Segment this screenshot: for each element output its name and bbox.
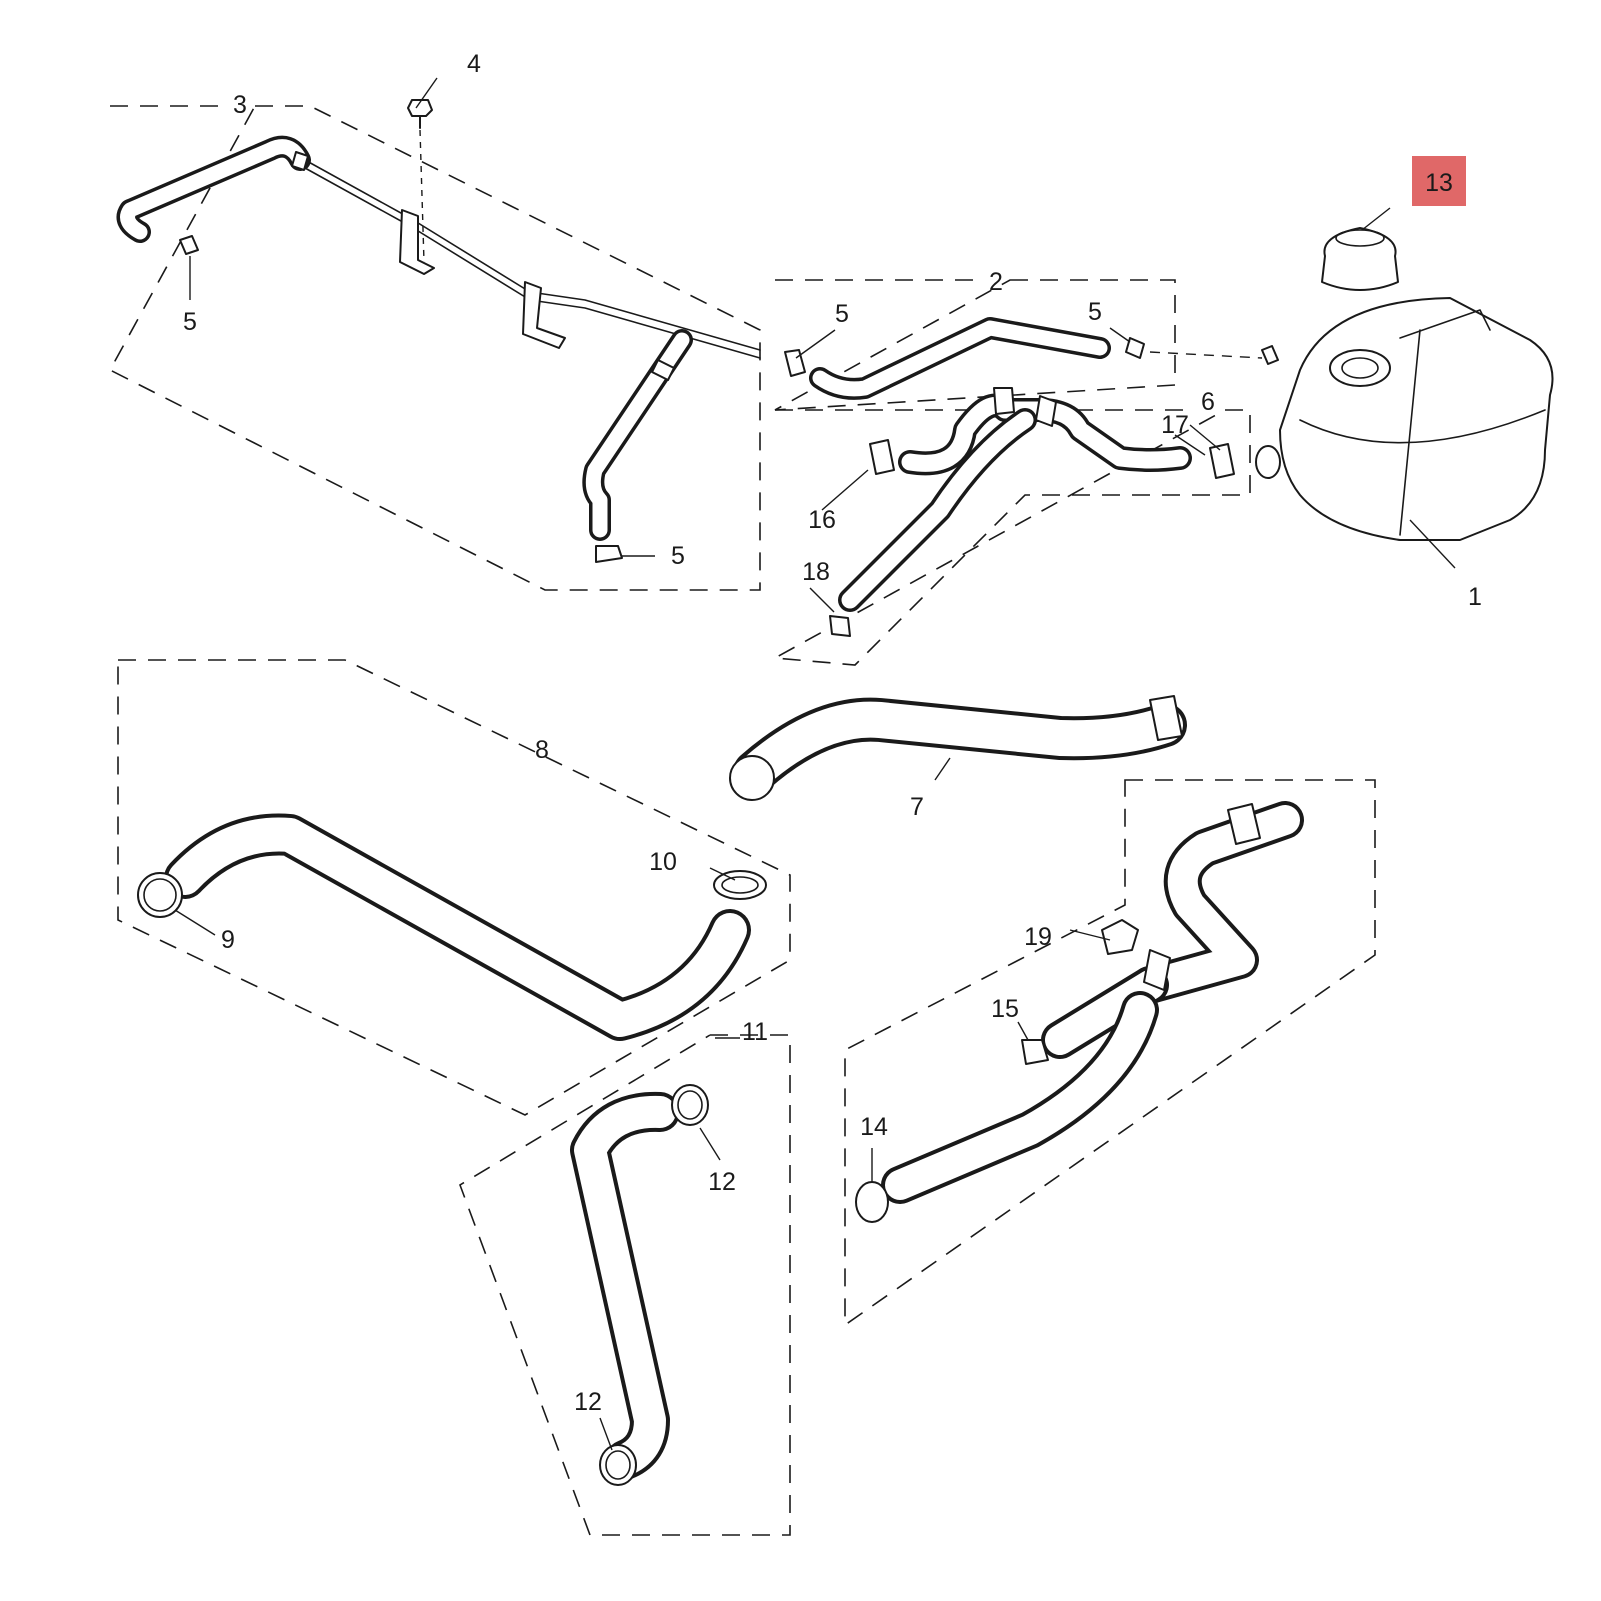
callout-6: 6 xyxy=(1201,388,1215,416)
callout-16: 16 xyxy=(808,506,836,534)
callout-11: 11 xyxy=(742,1018,768,1046)
leader-lines xyxy=(174,77,1456,1451)
callout-10: 10 xyxy=(649,848,677,876)
callout-15: 15 xyxy=(991,995,1019,1023)
hose-2 xyxy=(784,317,1263,400)
radiator-hose-7 xyxy=(729,695,1187,801)
callout-9: 9 xyxy=(221,926,235,954)
overflow-pipe-assembly xyxy=(116,135,761,563)
group-3-outline xyxy=(108,105,761,591)
callout-5-center: 5 xyxy=(835,300,849,328)
callout-5-top-left: 5 xyxy=(183,308,197,336)
hose-11 xyxy=(570,1084,709,1486)
group-11-outline xyxy=(459,1034,791,1536)
hose-8 xyxy=(137,813,767,1041)
callout-8: 8 xyxy=(535,736,549,764)
callout-4: 4 xyxy=(467,50,481,78)
callout-12-upper: 12 xyxy=(708,1168,736,1196)
hose-assembly-19 xyxy=(855,801,1304,1223)
hose-assembly-6 xyxy=(829,387,1281,637)
parts xyxy=(116,99,1554,1486)
callout-12-lower: 12 xyxy=(574,1388,602,1416)
callout-18: 18 xyxy=(802,558,830,586)
callout-5-bottom: 5 xyxy=(671,542,685,570)
expansion-tank xyxy=(1261,227,1554,541)
callout-17: 17 xyxy=(1161,411,1189,439)
callout-7: 7 xyxy=(910,793,924,821)
group-8-outline xyxy=(117,659,791,1116)
callout-5-right: 5 xyxy=(1088,298,1102,326)
callout-2: 2 xyxy=(989,268,1003,296)
callout-1: 1 xyxy=(1468,583,1482,611)
bolt xyxy=(407,99,433,263)
callout-14: 14 xyxy=(860,1113,888,1141)
callout-13: 13 xyxy=(1425,169,1453,197)
callout-13-highlight xyxy=(1412,156,1466,206)
group-19-outline xyxy=(844,779,1376,1327)
group-2-outline xyxy=(774,279,1176,411)
callout-labels: 1 2 3 4 5 5 5 5 6 7 8 9 10 11 12 12 13 1… xyxy=(183,50,1482,1416)
callout-19: 19 xyxy=(1024,923,1052,951)
callout-3: 3 xyxy=(233,91,247,119)
